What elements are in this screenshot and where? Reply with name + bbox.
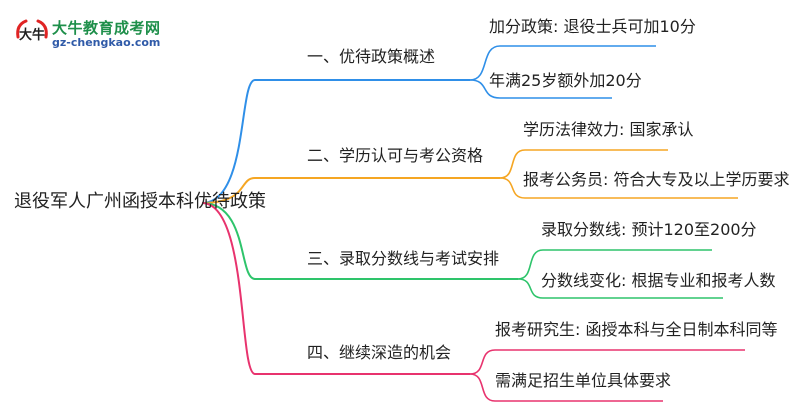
branch-3-connector xyxy=(201,202,518,280)
root-topic: 退役军人广州函授本科优待政策 xyxy=(14,191,266,212)
mindmap-edges xyxy=(201,45,745,402)
branch-2-child-2: 报考公务员: 符合大专及以上学历要求 xyxy=(523,170,789,189)
bull-logo-icon: 大牛 xyxy=(16,19,48,43)
branch-2-label: 二、学历认可与考公资格 xyxy=(307,146,484,165)
branch-2-connector xyxy=(201,177,500,204)
branch-4-label: 四、继续深造的机会 xyxy=(307,343,452,362)
branch-4-child-1: 报考研究生: 函授本科与全日制本科同等 xyxy=(495,320,778,339)
branch-2-child-1-connector xyxy=(499,149,668,179)
branch-3-label: 三、录取分数线与考试安排 xyxy=(307,249,500,268)
branch-3-child-1: 录取分数线: 预计120至200分 xyxy=(541,220,757,239)
svg-text:大牛: 大牛 xyxy=(19,27,45,43)
branch-4-child-2: 需满足招生单位具体要求 xyxy=(495,371,672,390)
branch-4-child-2-connector xyxy=(469,373,663,402)
branch-1-connector xyxy=(201,79,470,204)
branch-3-child-2-connector xyxy=(517,278,723,299)
branch-2-child-1: 学历法律效力: 国家承认 xyxy=(523,120,694,139)
branch-1-child-1-connector xyxy=(469,45,656,81)
branch-2-child-2-connector xyxy=(499,177,738,199)
branch-1-label: 一、优待政策概述 xyxy=(307,47,436,66)
branch-3-child-1-connector xyxy=(517,249,712,280)
branch-1-child-2: 年满25岁额外加20分 xyxy=(489,71,642,90)
mindmap-canvas: 大牛 大牛教育成考网 gz-chengkao.com 退役军人广州函授本科优待政… xyxy=(14,15,789,402)
branch-3-child-2: 分数线变化: 根据专业和报考人数 xyxy=(541,271,776,290)
logo-title: 大牛教育成考网 xyxy=(52,19,161,37)
logo-url: gz-chengkao.com xyxy=(52,36,161,49)
site-logo: 大牛 大牛教育成考网 gz-chengkao.com xyxy=(14,15,174,53)
branch-1-child-1: 加分政策: 退役士兵可加10分 xyxy=(489,17,696,36)
branch-4-child-1-connector xyxy=(469,349,745,375)
branch-1-child-2-connector xyxy=(469,79,612,99)
branch-4-connector xyxy=(201,202,470,375)
